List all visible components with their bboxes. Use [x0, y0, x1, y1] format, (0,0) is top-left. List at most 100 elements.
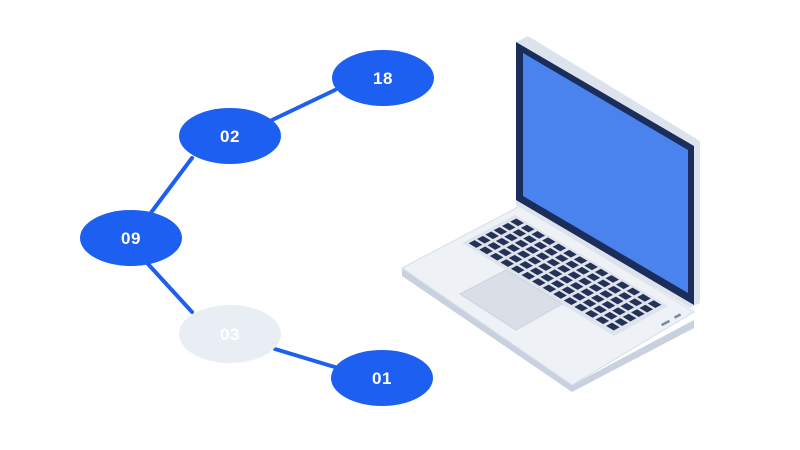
- keyboard-key: [554, 254, 569, 263]
- keyboard-key: [479, 246, 493, 255]
- keyboard-key: [529, 267, 544, 276]
- node-02[interactable]: 02: [179, 108, 281, 164]
- keyboard-key: [532, 278, 546, 286]
- keyboard-key: [631, 309, 645, 317]
- node-02-ellipse: [179, 108, 281, 164]
- keyboard-key: [622, 313, 637, 322]
- connector-09-03: [146, 262, 194, 314]
- keyboard-key: [591, 294, 605, 303]
- keyboard-key: [548, 269, 563, 278]
- keyboard-key: [506, 244, 521, 252]
- keyboard-key: [628, 298, 643, 307]
- keyboard-key: [523, 235, 537, 244]
- keyboard-key: [607, 285, 622, 294]
- laptop-icon: [401, 36, 700, 392]
- node-18[interactable]: 18: [332, 50, 434, 106]
- node-03[interactable]: 03: [179, 305, 281, 363]
- keyboard-key: [597, 279, 611, 288]
- keyboard-key: [468, 240, 483, 248]
- node-03-label: 03: [220, 325, 240, 344]
- keyboard-key: [540, 273, 555, 282]
- keyboard-key: [544, 248, 558, 256]
- keyboard-key: [563, 249, 577, 258]
- laptop-port-1: [660, 319, 671, 327]
- keyboard-key: [584, 262, 598, 271]
- keyboard-key: [476, 235, 491, 244]
- keyboard-key: [574, 303, 588, 312]
- laptop-port-2: [673, 313, 682, 319]
- keyboard-key: [542, 237, 556, 246]
- keyboard-key: [493, 227, 508, 235]
- keyboard-key: [527, 256, 542, 265]
- keyboard-key: [485, 231, 499, 240]
- keyboard-key: [559, 275, 573, 284]
- keyboard-key: [553, 290, 567, 299]
- keyboard-key: [561, 286, 576, 295]
- keyboard-key: [495, 237, 510, 246]
- keyboard-key: [605, 275, 620, 283]
- keyboard-key: [612, 307, 626, 316]
- node-09[interactable]: 09: [80, 210, 182, 266]
- keyboard-key: [521, 271, 536, 280]
- keyboard-key: [572, 292, 586, 301]
- node-09-ellipse: [80, 210, 182, 266]
- keyboard-key: [618, 292, 632, 300]
- keyboard-key: [535, 252, 550, 261]
- keyboard-key: [614, 318, 629, 326]
- keyboard-key: [520, 224, 535, 233]
- connector-03-01: [273, 347, 340, 370]
- keyboard-key: [508, 254, 523, 263]
- connector-18-02: [268, 88, 337, 123]
- keyboard-key: [595, 316, 610, 325]
- keyboard-key: [606, 322, 620, 331]
- keyboard-key: [489, 252, 504, 261]
- keyboard-key: [639, 304, 654, 313]
- node-09-label: 09: [121, 229, 141, 248]
- laptop-trackpad: [459, 269, 563, 331]
- keyboard-key: [514, 239, 529, 248]
- keyboard-key: [531, 231, 546, 239]
- keyboard-key: [504, 233, 518, 242]
- keyboard-key: [557, 265, 571, 273]
- keyboard-key: [533, 241, 548, 250]
- keyboard-key: [542, 284, 557, 293]
- keyboard-key: [603, 311, 618, 320]
- keyboard-key: [578, 277, 592, 286]
- node-01[interactable]: 01: [331, 350, 433, 406]
- keyboard-key: [647, 300, 662, 308]
- keyboard-key: [569, 282, 584, 290]
- keyboard-key: [599, 290, 613, 299]
- keyboard-key: [519, 261, 533, 269]
- keyboard-key: [586, 273, 601, 281]
- keyboard-key: [552, 243, 567, 252]
- keyboard-key: [550, 280, 565, 288]
- keyboard-key: [498, 248, 512, 257]
- keyboard-key: [546, 258, 561, 267]
- keyboard-key: [620, 302, 635, 311]
- keyboard-key: [584, 309, 599, 318]
- keyboard-key: [575, 266, 590, 275]
- node-03-ellipse: [179, 305, 281, 363]
- keyboard-key: [512, 229, 527, 237]
- keyboard-key: [565, 260, 580, 269]
- keyboard-key: [563, 297, 578, 306]
- keyboard-key: [626, 287, 641, 296]
- connector-02-09: [148, 156, 194, 216]
- keyboard-key: [616, 281, 630, 290]
- keyboard-key: [601, 301, 616, 309]
- node-01-ellipse: [331, 350, 433, 406]
- keyboard-key: [500, 259, 514, 267]
- keyboard-key: [538, 263, 552, 271]
- laptop-base-edge: [402, 268, 694, 392]
- keyboard-key: [501, 222, 516, 231]
- keyboard-key: [580, 288, 595, 297]
- laptop-keyboard-keys: [468, 218, 662, 331]
- node-18-label: 18: [373, 69, 393, 88]
- keyboard-key: [517, 250, 531, 259]
- node-02-label: 02: [220, 127, 240, 146]
- keyboard-key: [525, 246, 539, 254]
- keyboard-key: [582, 299, 597, 307]
- keyboard-key: [637, 293, 651, 302]
- keyboard-key: [609, 296, 624, 305]
